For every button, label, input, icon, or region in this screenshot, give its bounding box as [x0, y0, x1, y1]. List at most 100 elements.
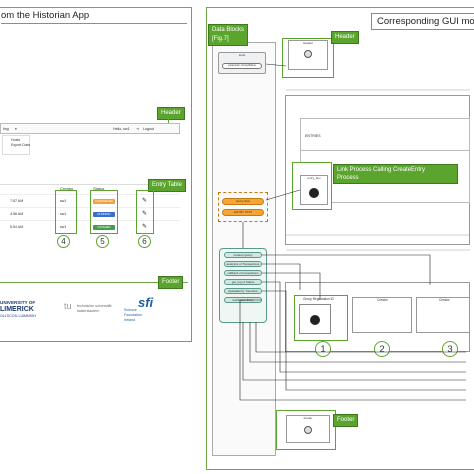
dropdown-item-hosts[interactable]: Hosts: [11, 138, 21, 142]
gui-column-3-label: Creator: [439, 298, 450, 302]
data-block-tools-label: tools: [238, 53, 246, 57]
edit-icon[interactable]: ✎: [142, 224, 148, 230]
data-block-tools-item: parameter, GroupStatus: [222, 63, 262, 69]
gui-column-1-label: Group Registration ID: [303, 297, 334, 301]
chevron-down-icon[interactable]: ▾: [15, 127, 17, 131]
data-blocks-tag-line1: Data Blocks: [212, 27, 245, 33]
connector-teal-3: [262, 272, 321, 300]
data-blocks-tag-line2: [Fig.7]: [212, 36, 229, 42]
header-tag-line: [168, 118, 169, 123]
link-process-box-label: entry_box: [307, 176, 321, 180]
connector-teal-4: [262, 281, 466, 373]
callout-2: 2: [374, 341, 390, 357]
user-greeting: Hello, sw1: [113, 127, 130, 131]
teal-block-2[interactable]: analytics of Transactions: [224, 261, 262, 267]
university-of-limerick-logo: UNIVERSITY OF LIMERICK OLLSCOIL LUIMNIGH: [0, 300, 48, 324]
status-badge: RUNNING: [93, 212, 115, 217]
gui-entries-label: ENTRIES: [305, 134, 321, 138]
callout-6: 6: [138, 235, 151, 248]
entry-table-tag: Entry Table: [148, 179, 186, 192]
row-time: 5:54 AM: [10, 225, 24, 229]
gui-column-1: Group Registration ID: [294, 295, 348, 341]
gui-column-1-icon: [310, 315, 320, 325]
footer-gui-tag: Footer: [333, 414, 359, 427]
ul-logo-main: UNIVERSITY OF: [0, 300, 36, 305]
row-time: 7:57 AM: [10, 199, 24, 203]
orange-blocks-frame: [218, 192, 268, 222]
edit-icon[interactable]: ✎: [142, 198, 148, 204]
callout-4: 4: [57, 235, 70, 248]
connector-orange-to-link: [265, 189, 301, 201]
header-gui-tag: Header: [331, 31, 359, 44]
gui-header-box: Header: [288, 40, 328, 70]
connector-teal-6: [239, 299, 466, 401]
ul-logo-name: LIMERICK: [0, 306, 34, 313]
gui-footer-box: Footer: [286, 415, 330, 443]
column-header-creator: Creator: [60, 186, 74, 191]
highlight-box-creator: [55, 190, 77, 234]
sfi-logo-sub1: Science: [124, 308, 137, 312]
connector-bottom-1: [242, 322, 466, 381]
tu-logo: tu technische universität kaiserslautern: [64, 301, 114, 320]
link-process-tag-line1: Link Process Calling CreateEntry: [337, 167, 426, 173]
gui-column-2: Creator: [352, 297, 412, 333]
gui-panel-title: Corresponding GUI mo: [371, 13, 474, 30]
header-dropdown-menu: Hosts Export Data: [2, 135, 30, 155]
header-tag: Header: [157, 107, 185, 120]
footer-divider: [0, 282, 188, 283]
data-block-tools: tools parameter, GroupStatus: [218, 52, 266, 74]
sfi-logo-main: sfi: [138, 295, 154, 310]
gui-header-label: Header: [303, 41, 313, 45]
tu-logo-text1: technische universität: [77, 304, 112, 308]
teal-block-4[interactable]: get_log of Status: [224, 279, 262, 285]
app-header-bar: ting ▾ Hello, sw1 ⇥ Logout: [0, 123, 180, 134]
teal-block-1[interactable]: Lookup Query: [224, 252, 262, 258]
footer-tag: Footer: [158, 276, 184, 289]
sfi-logo-sub3: Ireland: [124, 318, 135, 322]
gui-middle-line: [300, 150, 470, 151]
data-block-tools-item-label: parameter, GroupStatus: [228, 64, 256, 67]
gui-entries-inner: [300, 118, 470, 203]
ul-logo-sub: OLLSCOIL LUIMNIGH: [0, 314, 37, 318]
tu-logo-mark: tu: [64, 301, 72, 311]
gui-column-1-inner: [299, 304, 331, 334]
status-badge: FINISHED: [93, 225, 115, 230]
column-header-status: Status: [93, 186, 105, 191]
orange-block-entry-stat[interactable]: Entry Stat: [222, 198, 264, 205]
row-time: 4:56 AM: [10, 212, 24, 216]
gui-column-2-label: Creator: [377, 298, 388, 302]
orange-block-entry-stat-2[interactable]: ENTRY STAT: [222, 209, 264, 216]
link-process-tag-line2: Process: [337, 175, 359, 181]
connector-teal-2: [262, 263, 301, 290]
gui-column-3: Creator: [416, 297, 470, 333]
connector-bottom-2: [249, 322, 466, 363]
row-creator: sw1: [60, 212, 67, 216]
tu-logo-text2: kaiserslautern: [77, 309, 100, 313]
highlight-box-status: [90, 190, 118, 234]
dropdown-item-export[interactable]: Export Data: [11, 143, 30, 147]
sfi-logo: sfi Science Foundation Ireland: [122, 295, 162, 327]
status-badge: COMPLETED: [93, 199, 115, 204]
row-creator: sw1: [60, 225, 67, 229]
callout-5: 5: [96, 235, 109, 248]
connector-bottom-3: [255, 322, 466, 353]
connector-teal-1: [262, 254, 431, 285]
edit-icon[interactable]: ✎: [142, 211, 148, 217]
logout-link[interactable]: Logout: [143, 127, 154, 131]
historian-panel-title: om the Historian App: [1, 8, 187, 24]
historian-app-panel: om the Historian App: [0, 7, 192, 342]
row-creator: sw1: [60, 199, 67, 203]
teal-block-5[interactable]: UpdateEntry Transition: [224, 288, 262, 294]
teal-block-3[interactable]: callback of transactions: [224, 270, 262, 276]
header-left-label: ting: [3, 127, 9, 131]
link-process-icon: [309, 188, 319, 198]
data-blocks-tag: Data Blocks [Fig.7]: [208, 24, 249, 46]
callout-1: 1: [315, 341, 331, 357]
teal-blocks-frame: [219, 248, 267, 323]
gui-header-icon: [304, 50, 312, 58]
gui-footer-label: Footer: [303, 416, 313, 420]
gui-footer-icon: [304, 426, 312, 434]
connector-teal-5: [262, 290, 466, 391]
link-process-box: entry_box: [300, 175, 328, 205]
